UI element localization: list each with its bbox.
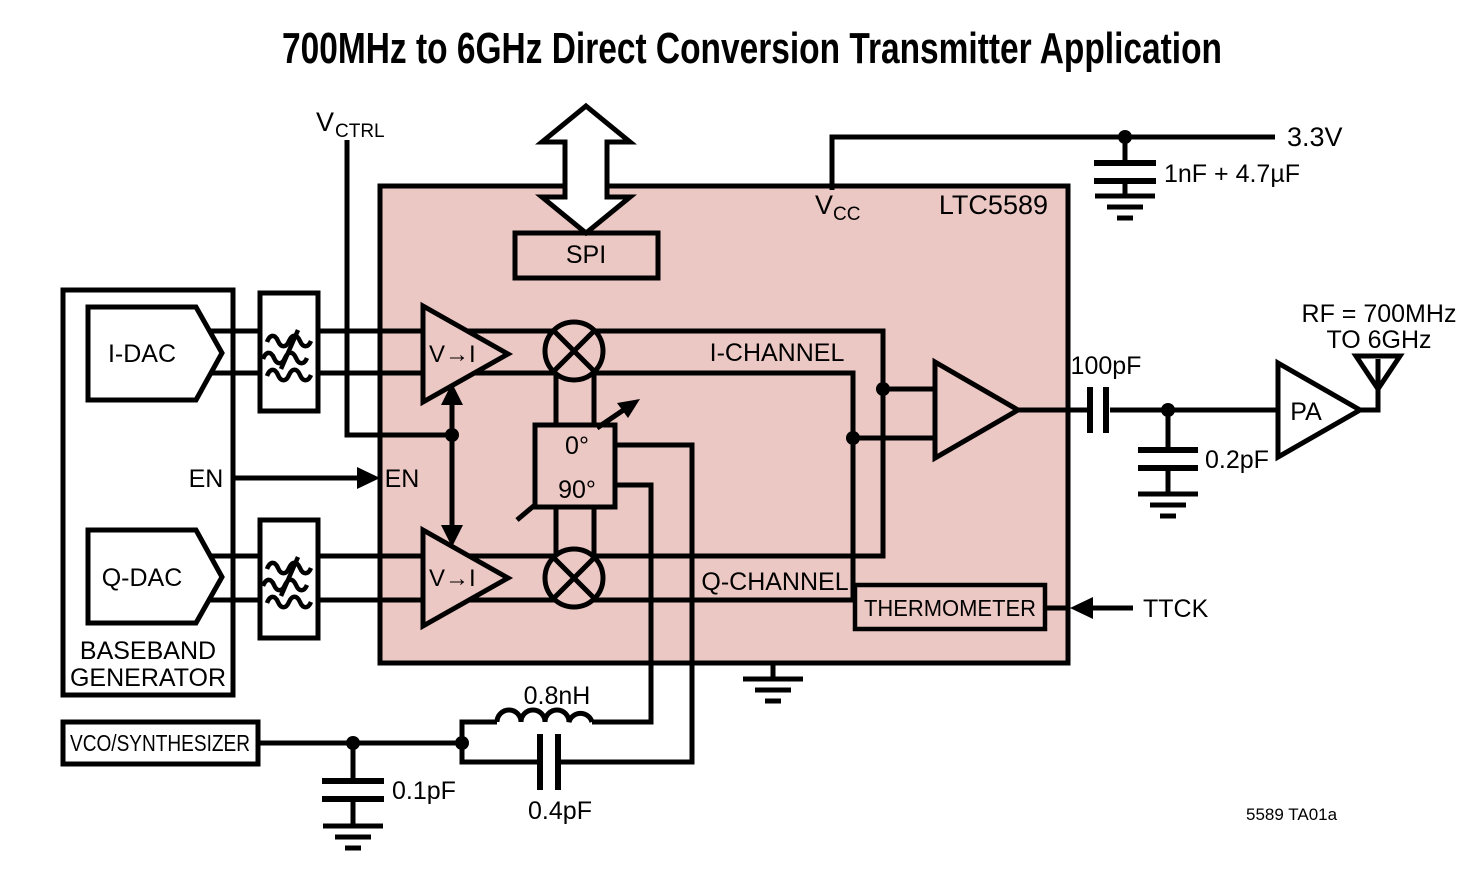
bypass-cap-label: 1nF + 4.7µF: [1164, 160, 1300, 188]
spi-bidirectional-arrow-icon: [534, 102, 638, 237]
mixer-x-icon: [551, 555, 597, 601]
diagram-title: 700MHz to 6GHz Direct Conversion Transmi…: [282, 24, 1222, 73]
phase-box: [532, 422, 618, 510]
ground-symbol: [743, 679, 803, 701]
wire-antenna-stem: [1356, 359, 1381, 413]
junction-dot: [876, 382, 890, 396]
rf-label-line2: TO 6GHz: [1326, 326, 1431, 354]
ground-symbol: [1095, 196, 1155, 218]
q-dac-block: [85, 527, 225, 626]
wire-lo-90deg: [592, 482, 654, 725]
wire-i-plus-q-plus: [150, 328, 886, 559]
shunt-cap-label: 0.2pF: [1205, 446, 1269, 474]
q-vtoi-label: V→I: [429, 565, 476, 592]
pa-label: PA: [1290, 398, 1322, 426]
q-vtoi-amp: [420, 525, 514, 631]
spi-box: [512, 230, 661, 281]
i-vtoi-amp: [420, 301, 514, 407]
thermometer-box: [852, 582, 1048, 632]
junction-dot: [1161, 403, 1175, 417]
junction-dot: [346, 736, 360, 750]
bypass-capacitor: [1094, 160, 1156, 184]
i-dac-block: [85, 304, 225, 403]
coupling-cap-label: 100pF: [1071, 352, 1142, 380]
output-amplifier: [932, 357, 1023, 463]
spi-label: SPI: [566, 241, 606, 269]
i-mixer: [542, 319, 606, 383]
en-label-internal: EN: [385, 465, 420, 493]
wire-lo-0deg: [561, 442, 695, 765]
part-number-label: LTC5589: [939, 190, 1048, 220]
vco-shunt-capacitor-01pf: [322, 778, 384, 802]
vcc-label: V: [815, 190, 833, 220]
supply-rail-label: 3.3V: [1287, 122, 1343, 152]
ttck-arrowhead-icon: [1070, 597, 1093, 619]
i-channel-label: I-CHANNEL: [710, 339, 845, 367]
i-lowpass-filter: [257, 290, 321, 414]
ttck-label: TTCK: [1143, 595, 1209, 623]
passives: [322, 160, 1198, 848]
lo-series-capacitor-04pf: [537, 734, 561, 790]
lo-inductor-08nh: [494, 707, 595, 723]
baseband-label-line2: GENERATOR: [70, 664, 226, 692]
phase-adjust-arrowhead-icon: [617, 399, 640, 418]
coupling-capacitor-100pf: [1087, 387, 1109, 433]
phase-0-label: 0°: [565, 432, 589, 460]
shunt-capacitor-02pf: [1138, 447, 1198, 471]
q-dac-label: Q-DAC: [102, 564, 183, 592]
phase-adjust-arrow-shaft: [595, 406, 627, 431]
vco-synthesizer-box: [60, 719, 261, 767]
gain-down-arrowhead-icon: [441, 525, 463, 547]
vctrl-subscript: CTRL: [335, 121, 385, 142]
q-mixer: [542, 546, 606, 610]
junction-dot: [445, 428, 459, 442]
i-dac-label: I-DAC: [108, 340, 176, 368]
filter-slash-icon: [278, 329, 301, 370]
wire-i-minus-q-minus: [150, 370, 856, 603]
mixer-x-icon: [551, 328, 597, 374]
lo-inductor-label: 0.8nH: [524, 682, 591, 710]
wire-vctrl: [344, 140, 452, 438]
vctrl-label: V: [316, 107, 334, 137]
gain-up-arrowhead-icon: [441, 383, 463, 405]
junction-dot: [1118, 130, 1132, 144]
wire-lo-stubs: [553, 372, 597, 557]
q-lowpass-filter: [257, 517, 321, 641]
figure-id-label: 5589 TA01a: [1246, 805, 1338, 824]
junction-dots: [346, 130, 1175, 750]
q-channel-label: Q-CHANNEL: [701, 568, 848, 596]
wire-to-series-cap: [459, 743, 537, 765]
junction-dot: [846, 431, 860, 445]
phase-adjust-arrow-tail: [515, 502, 538, 522]
ground-symbol: [1138, 494, 1198, 516]
thermometer-label: THERMOMETER: [864, 595, 1036, 621]
rf-label-line1: RF = 700MHz: [1302, 300, 1457, 328]
en-arrowhead-icon: [357, 467, 380, 489]
baseband-label-line1: BASEBAND: [80, 637, 216, 665]
pa-block: [1275, 358, 1366, 462]
filter-slash-icon: [278, 556, 301, 597]
junction-dot: [455, 736, 469, 750]
vco-shunt-cap-label: 0.1pF: [392, 777, 456, 805]
en-label-external: EN: [189, 465, 224, 493]
phase-90-label: 90°: [558, 476, 596, 504]
vco-label: VCO/SYNTHESIZER: [70, 730, 250, 756]
lo-series-cap-label: 0.4pF: [528, 797, 592, 825]
vcc-subscript: CC: [833, 204, 860, 225]
phase-shifter: [515, 399, 640, 522]
ground-symbol: [323, 826, 383, 848]
i-vtoi-label: V→I: [429, 341, 476, 368]
